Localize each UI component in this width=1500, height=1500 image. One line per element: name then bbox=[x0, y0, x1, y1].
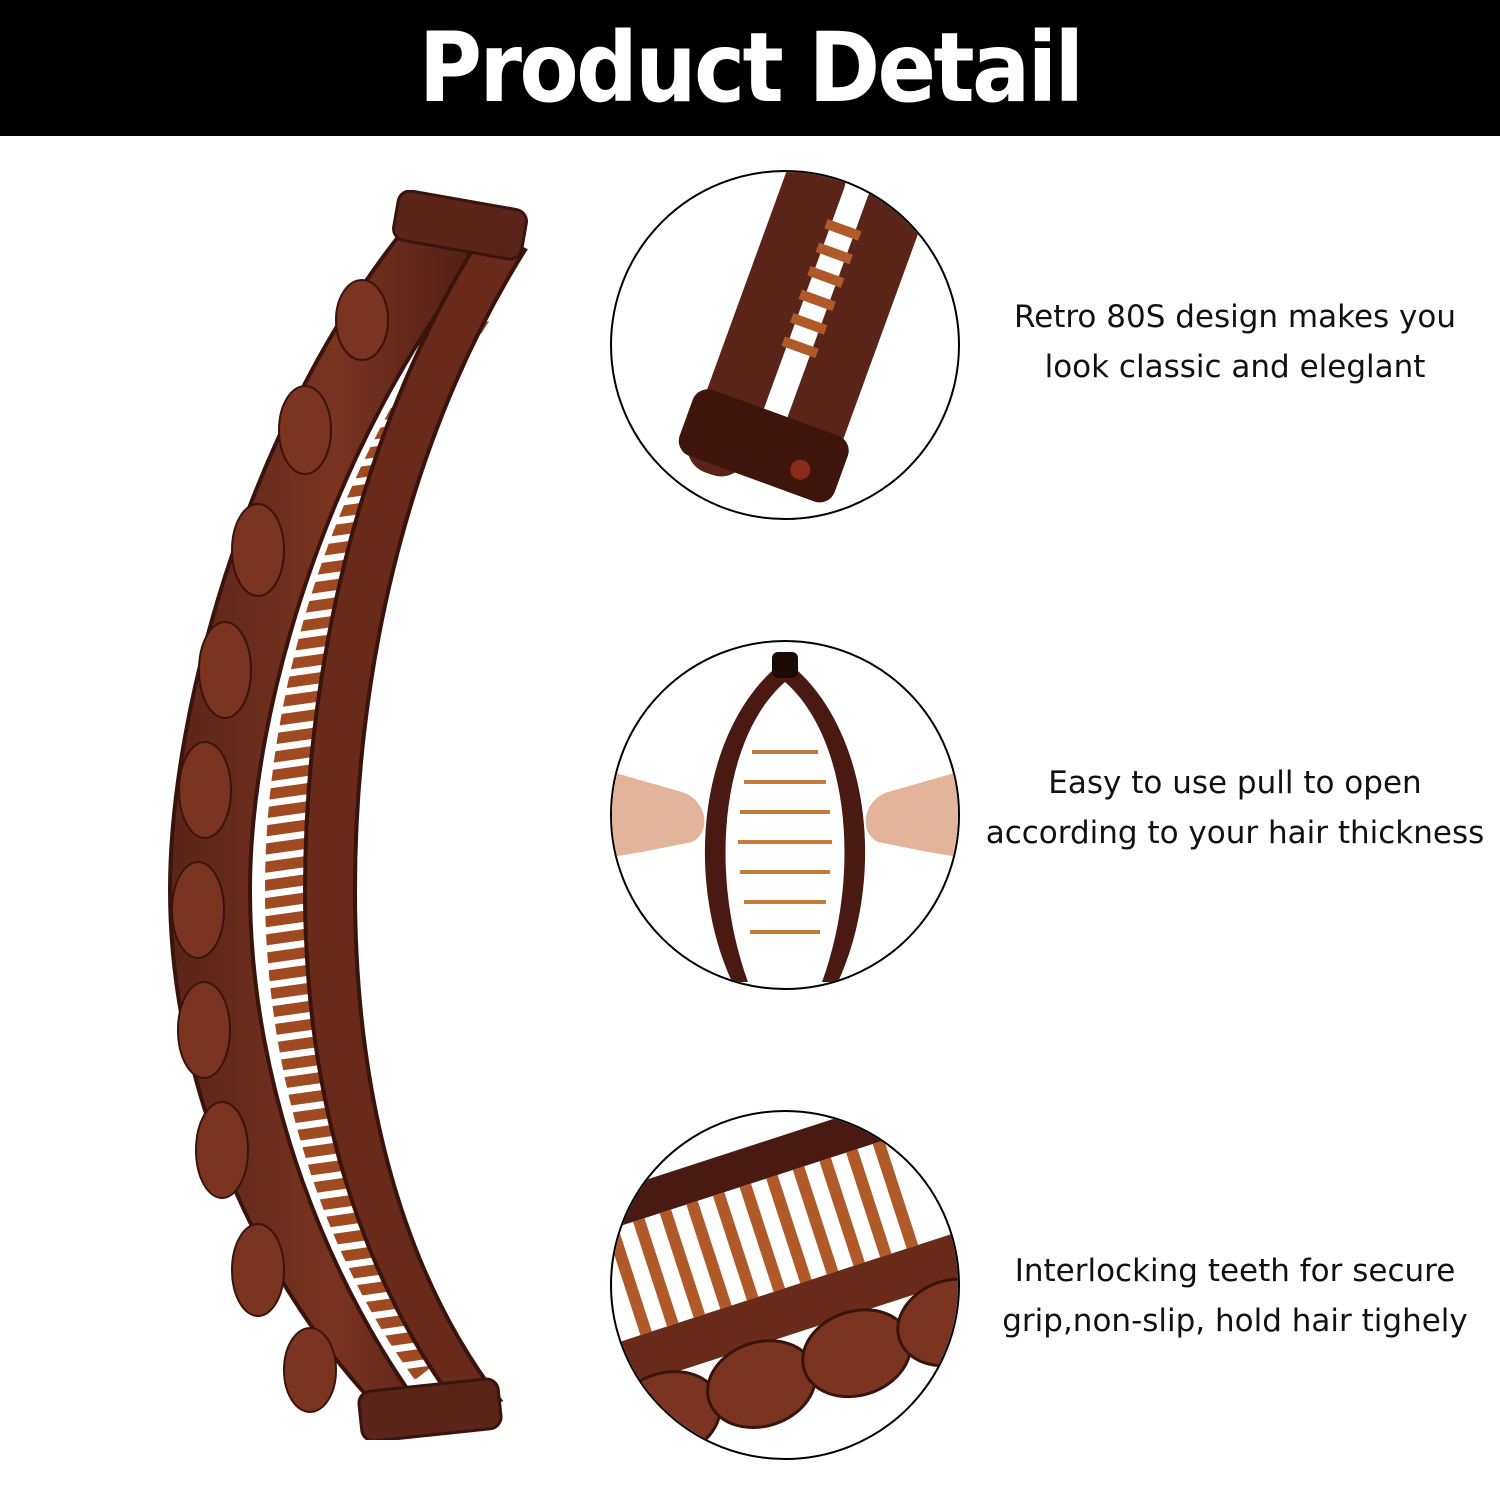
caption-line: look classic and eleglant bbox=[1044, 349, 1426, 385]
caption-line: Retro 80S design makes you bbox=[1013, 299, 1456, 335]
banana-clip-image bbox=[167, 190, 528, 1440]
header-banner: Product Detail bbox=[0, 0, 1500, 136]
detail-image-hinge bbox=[610, 170, 960, 520]
page-title: Product Detail bbox=[418, 12, 1084, 124]
detail-image-hands bbox=[610, 640, 960, 990]
caption-line: Easy to use pull to open bbox=[1048, 765, 1422, 801]
feature-caption-interlocking: Interlocking teeth for secure grip,non-s… bbox=[975, 1246, 1495, 1346]
caption-line: grip,non-slip, hold hair tighely bbox=[1002, 1303, 1468, 1339]
caption-line: Interlocking teeth for secure bbox=[1014, 1253, 1456, 1289]
feature-caption-retro: Retro 80S design makes you look classic … bbox=[975, 292, 1495, 392]
caption-line: according to your hair thickness bbox=[985, 815, 1485, 851]
feature-caption-easy-open: Easy to use pull to open according to yo… bbox=[975, 758, 1495, 858]
detail-image-teeth bbox=[610, 1110, 960, 1460]
